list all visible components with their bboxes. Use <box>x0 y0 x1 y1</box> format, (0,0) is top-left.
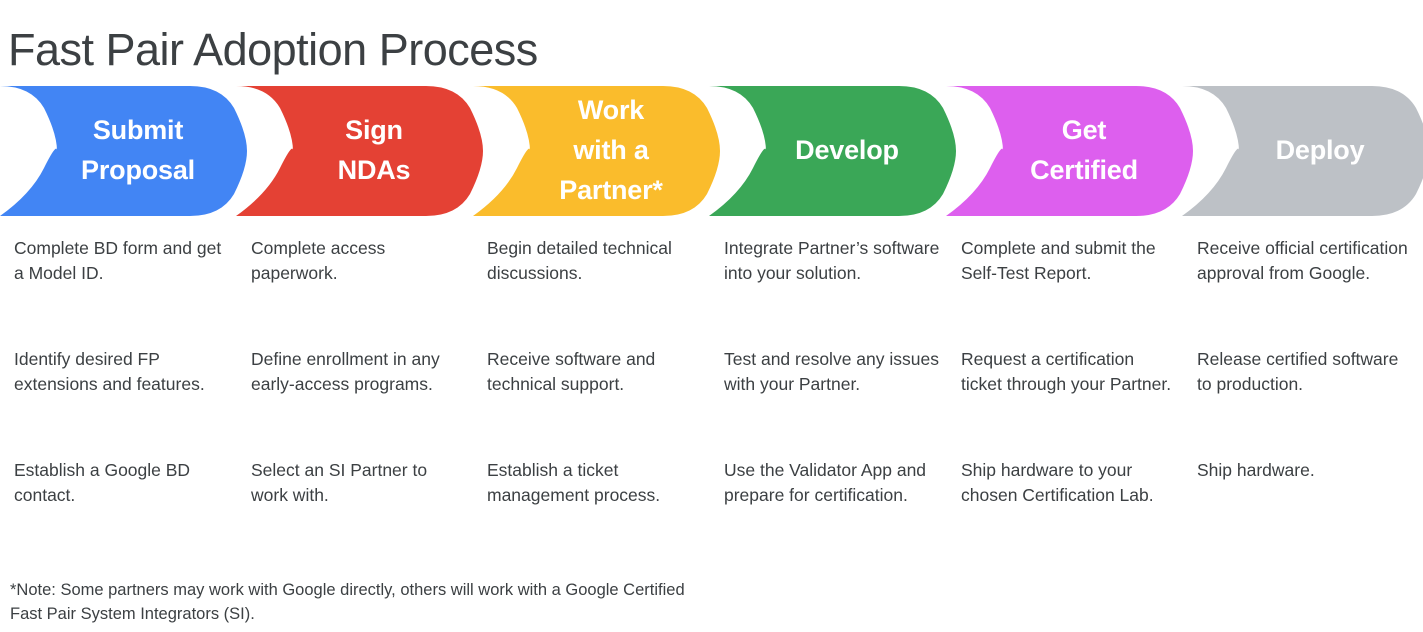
detail-item: Complete access paperwork. <box>251 238 386 283</box>
chevron-shape-icon <box>709 86 956 216</box>
detail-item: Request a certification ticket through y… <box>961 349 1172 394</box>
detail-item: Integrate Partner’s software into your s… <box>724 238 940 283</box>
stage-develop[interactable]: Develop <box>709 86 956 216</box>
detail-column-sign-ndas: Complete access paperwork. Define enroll… <box>251 236 467 569</box>
detail-item: Ship hardware to your chosen Certificati… <box>961 460 1154 505</box>
detail-item: Ship hardware. <box>1197 460 1315 480</box>
detail-item: Select an SI Partner to work with. <box>251 460 428 505</box>
detail-column-develop: Integrate Partner’s software into your s… <box>724 236 940 569</box>
detail-item: Define enrollment in any early-access pr… <box>251 349 440 394</box>
detail-item: Complete and submit the Self-Test Report… <box>961 238 1156 283</box>
detail-item: Receive official certification approval … <box>1197 238 1408 283</box>
stage-deploy[interactable]: Deploy <box>1182 86 1423 216</box>
detail-column-get-certified: Complete and submit the Self-Test Report… <box>961 236 1177 569</box>
chevron-shape-icon <box>1182 86 1423 216</box>
detail-item: Complete BD form and get a Model ID. <box>14 238 222 283</box>
detail-item: Receive software and technical support. <box>487 349 656 394</box>
detail-column-work-with-a-partner: Begin detailed technical discussions. Re… <box>487 236 703 569</box>
chevron-shape-icon <box>473 86 720 216</box>
detail-item: Identify desired FP extensions and featu… <box>14 349 205 394</box>
chevron-shape-icon <box>946 86 1193 216</box>
page-title: Fast Pair Adoption Process <box>8 24 538 76</box>
stage-details-grid: Complete BD form and get a Model ID. Ide… <box>0 236 1423 556</box>
detail-column-submit-proposal: Complete BD form and get a Model ID. Ide… <box>14 236 230 569</box>
detail-item: Test and resolve any issues with your Pa… <box>724 349 939 394</box>
detail-item: Establish a Google BD contact. <box>14 460 191 505</box>
detail-column-deploy: Receive official certification approval … <box>1197 236 1413 569</box>
footnote-text: *Note: Some partners may work with Googl… <box>10 581 685 624</box>
detail-item: Establish a ticket management process. <box>487 460 661 505</box>
detail-item: Begin detailed technical discussions. <box>487 238 672 283</box>
detail-item: Use the Validator App and prepare for ce… <box>724 460 927 505</box>
detail-item: Release certified software to production… <box>1197 349 1399 394</box>
chevron-shape-icon <box>0 86 247 216</box>
chevron-shape-icon <box>236 86 483 216</box>
